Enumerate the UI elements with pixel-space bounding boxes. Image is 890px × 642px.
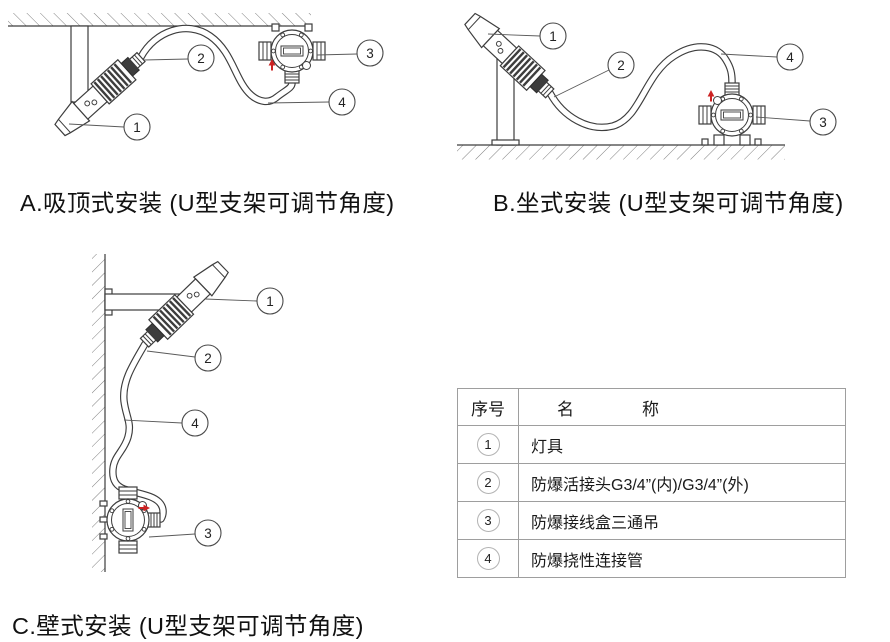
callout-1: 1: [204, 287, 284, 315]
part-name-cell: 防爆挠性连接管: [518, 539, 846, 578]
callout-2: 2: [553, 51, 635, 98]
flexible-conduit: [546, 43, 736, 131]
callout-4: 4: [123, 409, 209, 437]
junction-box: [99, 486, 161, 554]
part-number-cell: 4: [457, 539, 519, 578]
junction-box: [258, 23, 326, 84]
callout-number: 2: [197, 51, 205, 66]
callout-2: 2: [146, 344, 222, 372]
part-number-cell: 2: [457, 463, 519, 502]
callout-number: 1: [133, 120, 141, 135]
callout-number: 1: [266, 294, 274, 309]
callout-number: 4: [191, 416, 199, 431]
ceiling-surface: [8, 13, 311, 27]
part-number-cell: 1: [457, 425, 519, 464]
mounting-pole: [70, 25, 89, 103]
circled-number: 3: [476, 509, 500, 532]
callout-4: 4: [267, 88, 356, 116]
part-name-cell: 灯具: [518, 425, 846, 464]
diagram-a-ceiling-mount: 2 3 4 1: [8, 13, 384, 142]
junction-box: [698, 82, 766, 146]
flexible-conduit: [137, 24, 296, 106]
diagram-c-wall-mount: 1 2 4 3: [92, 254, 284, 572]
header-num: 序号: [457, 388, 519, 426]
caption-a-ceiling-mount: A.吸顶式安装 (U型支架可调节角度): [20, 190, 395, 216]
callout-1: 1: [68, 113, 151, 141]
callout-1: 1: [487, 22, 567, 50]
table-row: 4 防爆挠性连接管: [457, 539, 846, 578]
callout-3: 3: [316, 39, 384, 67]
parts-table-header-row: 序号 名 称: [457, 388, 846, 426]
caption-c-wall-mount: C.壁式安装 (U型支架可调节角度): [12, 613, 364, 639]
table-row: 3 防爆接线盒三通吊: [457, 501, 846, 540]
callout-2: 2: [143, 44, 215, 72]
callout-number: 3: [204, 526, 212, 541]
callout-number: 4: [786, 50, 794, 65]
floor-surface: [457, 144, 785, 160]
part-number-cell: 3: [457, 501, 519, 540]
post-base: [491, 139, 520, 146]
callout-4: 4: [720, 43, 804, 71]
callout-3: 3: [148, 519, 222, 547]
callout-number: 2: [204, 351, 212, 366]
wall-surface: [92, 254, 106, 572]
parts-table: 序号 名 称 1 灯具 2 防爆活接头G3/4”(内)/G3/4”(外) 3: [457, 388, 846, 578]
caption-b-seated-mount: B.坐式安装 (U型支架可调节角度): [493, 190, 844, 216]
callout-3: 3: [755, 108, 837, 136]
table-row: 1 灯具: [457, 425, 846, 464]
diagram-b-seated-mount: 1 2 4 3: [457, 7, 837, 160]
callout-number: 2: [617, 58, 625, 73]
circled-number: 2: [476, 471, 500, 494]
circled-number: 1: [476, 433, 500, 456]
part-name-cell: 防爆接线盒三通吊: [518, 501, 846, 540]
flexible-conduit: [109, 340, 167, 523]
header-name: 名 称: [518, 388, 846, 426]
table-row: 2 防爆活接头G3/4”(内)/G3/4”(外): [457, 463, 846, 502]
circled-number: 4: [476, 547, 500, 570]
callout-number: 4: [338, 95, 346, 110]
part-name-cell: 防爆活接头G3/4”(内)/G3/4”(外): [518, 463, 846, 502]
callout-number: 3: [366, 46, 374, 61]
callout-number: 3: [819, 115, 827, 130]
callout-number: 1: [549, 29, 557, 44]
